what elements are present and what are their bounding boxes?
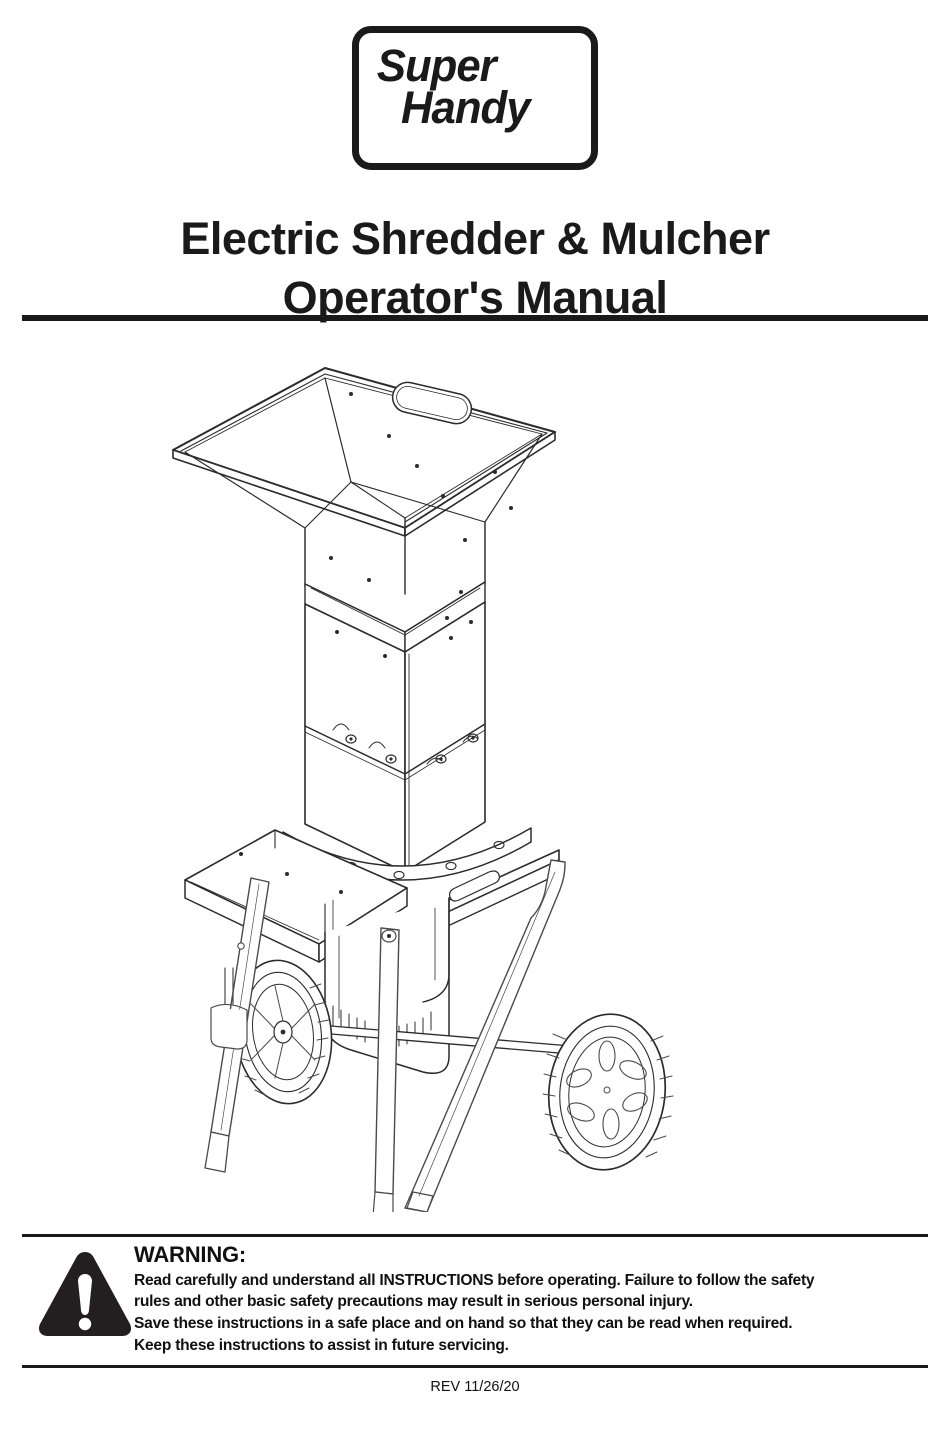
logo-line-handy: Handy [400,82,531,133]
warning-triangle-glyph [38,1252,132,1336]
warning-triangle-icon [36,1248,134,1338]
wheel-hub-petals [566,1040,648,1140]
warning-line-4: Keep these instructions to assist in fut… [134,1337,509,1355]
divider-below-title [22,315,928,321]
title-line-2: Operator's Manual [282,271,668,323]
warning-line-2: rules and other basic safety precautions… [134,1293,693,1311]
shredder-line-drawing [172,367,674,1212]
page-title: Electric Shredder & Mulcher Operator's M… [0,210,950,327]
right-wheel [542,1013,674,1171]
product-illustration [0,332,950,1222]
latch-handle [448,870,500,902]
warning-body: Read carefully and understand all INSTRU… [134,1270,928,1357]
rear-leg [404,859,566,1212]
handle-slot [391,381,473,425]
warning-heading: WARNING: [134,1242,247,1267]
axle-bracket [210,967,248,1050]
warning-block: WARNING: Read carefully and understand a… [22,1242,928,1361]
warning-text: WARNING: Read carefully and understand a… [134,1242,928,1357]
center-post [372,927,400,1212]
title-line-1: Electric Shredder & Mulcher [180,213,770,265]
brand-logo: Super Handy [0,26,950,170]
divider-above-warning [22,1234,928,1237]
warning-line-1: Read carefully and understand all INSTRU… [134,1271,815,1289]
logo-line-super: Super [376,40,497,91]
left-wheel [233,959,333,1105]
divider-below-warning [22,1365,928,1368]
footer-revision: REV 11/26/20 [430,1379,520,1395]
hopper [172,367,556,653]
warning-line-3: Save these instructions in a safe place … [134,1315,793,1333]
logo-frame: Super Handy [352,26,598,170]
